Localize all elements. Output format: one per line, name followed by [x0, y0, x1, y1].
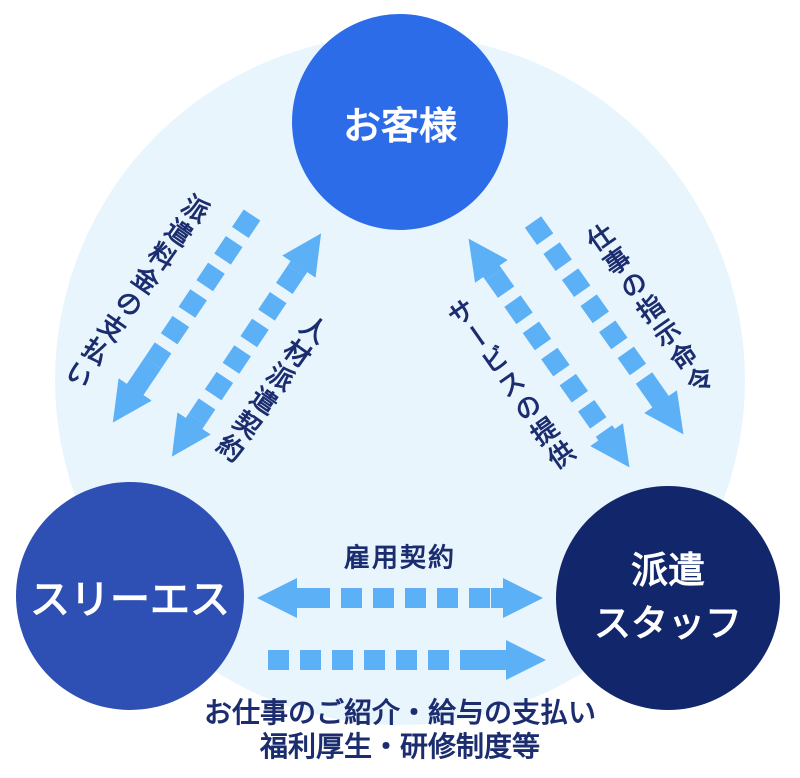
arrow-payment-down-left [112, 209, 261, 423]
node-company: スリーエス [16, 482, 244, 710]
edge-label-employment-contract: 雇用契約 [343, 542, 457, 573]
arrow-instruction-down-right [524, 216, 684, 435]
arrow-dispatch-contract-double [171, 233, 322, 457]
edge-label-support-line1: お仕事のご紹介・給与の支払い [203, 697, 596, 728]
arrow-service-double [468, 238, 630, 468]
edge-label-support: お仕事のご紹介・給与の支払い 福利厚生・研修制度等 [0, 696, 800, 763]
node-staff: 派遣 スタッフ [556, 486, 780, 710]
node-company-label: スリーエス [30, 578, 230, 622]
edge-label-support-line2: 福利厚生・研修制度等 [259, 730, 540, 762]
node-customer-label: お客様 [342, 105, 457, 148]
node-staff-label-line1: 派遣 [631, 550, 705, 592]
node-staff-label-line2: スタッフ [594, 603, 742, 644]
node-customer: お客様 [292, 14, 508, 230]
